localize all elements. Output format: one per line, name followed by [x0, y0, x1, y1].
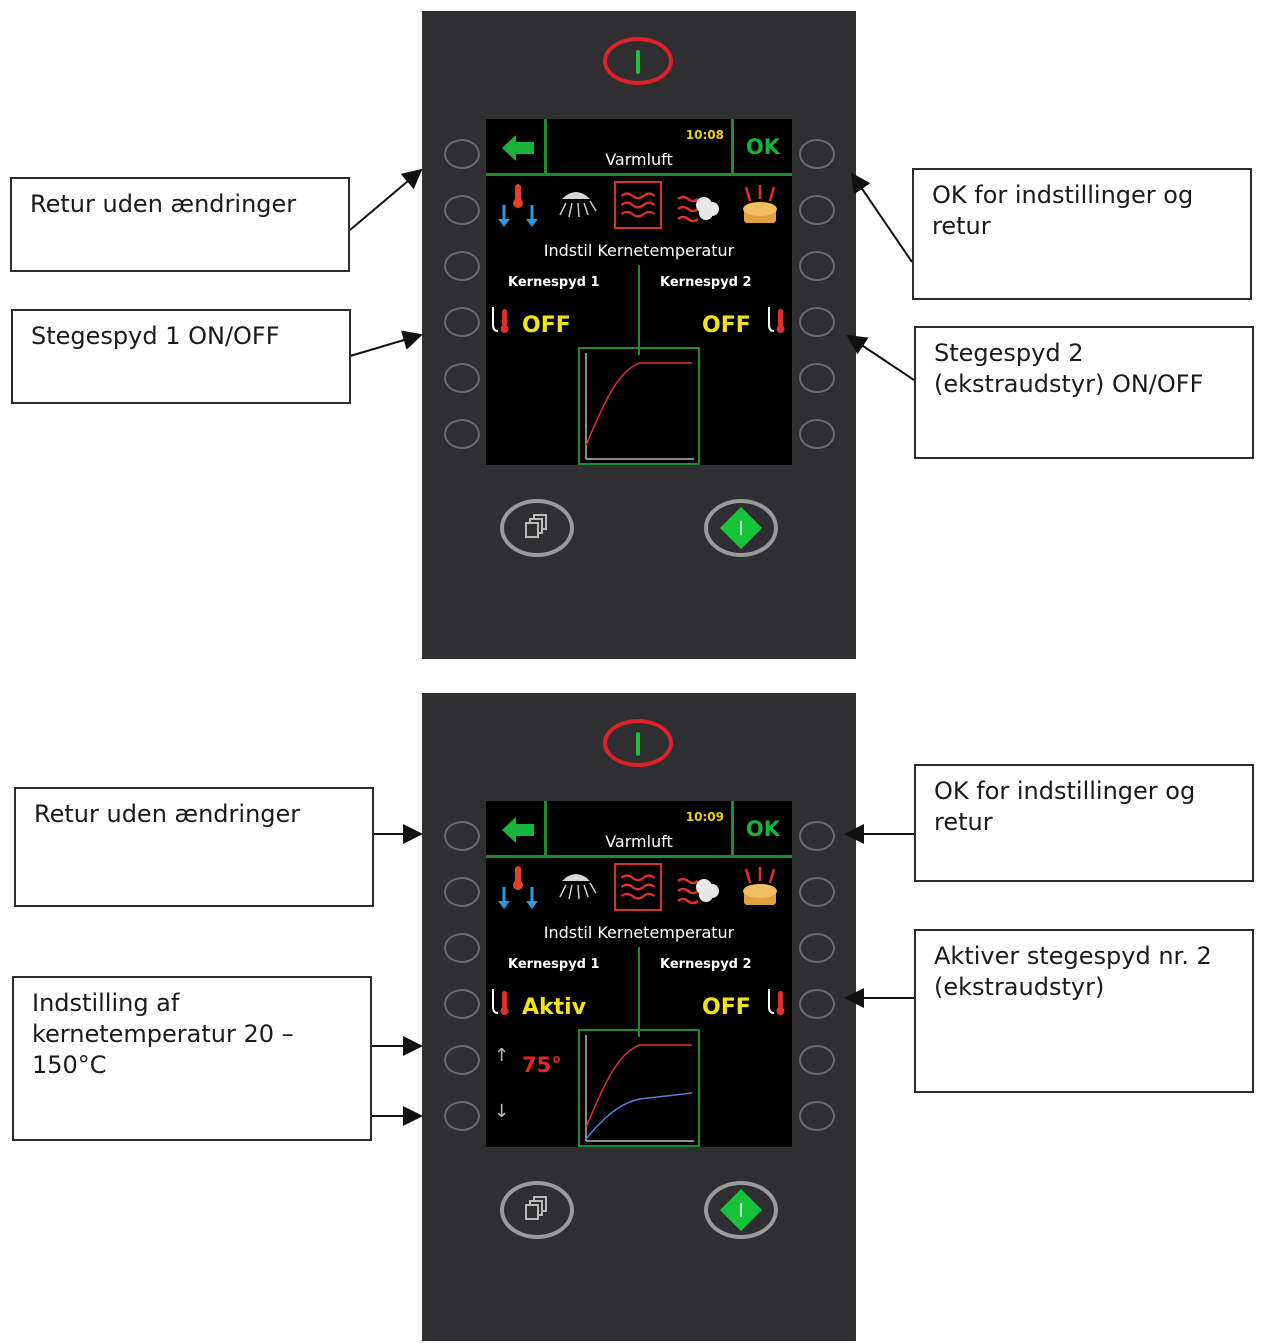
mode-label: Varmluft: [605, 832, 673, 851]
side-button-left-4[interactable]: [444, 307, 480, 337]
probe-1-icon: [492, 307, 509, 333]
probe-2-state[interactable]: OFF: [702, 995, 751, 1020]
center-divider: [638, 947, 640, 1037]
bread-icon[interactable]: [736, 181, 784, 229]
steam-shower-icon[interactable]: [552, 181, 600, 229]
side-button-left-5[interactable]: [444, 363, 480, 393]
side-button-right-6[interactable]: [799, 1101, 835, 1131]
probe-2-label: Kernespyd 2: [660, 275, 752, 290]
callout-probe2-toggle: Stegespyd 2 (ekstraudstyr) ON/OFF: [914, 326, 1254, 459]
callout-ok-2: OK for indstillinger og retur: [914, 764, 1254, 882]
menu-button[interactable]: [500, 1181, 574, 1239]
temperature-graph: [578, 1029, 700, 1147]
temp-up-arrow[interactable]: ↑: [494, 1045, 510, 1066]
probe-2-label: Kernespyd 2: [660, 957, 752, 972]
oven-panel-2: 10:09 Varmluft OK: [422, 693, 856, 1341]
center-divider: [638, 265, 640, 355]
side-button-right-5[interactable]: [799, 1045, 835, 1075]
steam-shower-icon[interactable]: [552, 863, 600, 911]
oven-panel-1: 10:08 Varmluft OK: [422, 11, 856, 659]
combi-steam-icon[interactable]: [674, 863, 722, 911]
callout-return-1: Retur uden ændringer: [10, 177, 350, 272]
side-button-left-6[interactable]: [444, 419, 480, 449]
clock: 10:09: [685, 810, 724, 824]
side-button-left-1[interactable]: [444, 821, 480, 851]
side-button-right-4[interactable]: [799, 989, 835, 1019]
side-button-right-1[interactable]: [799, 821, 835, 851]
menu-icon: [525, 1196, 547, 1220]
hot-air-icon[interactable]: [614, 181, 662, 229]
mode-label: Varmluft: [605, 150, 673, 169]
side-button-left-2[interactable]: [444, 195, 480, 225]
mode-icon-row: [486, 863, 792, 915]
probe-1-label: Kernespyd 1: [508, 275, 600, 290]
side-button-right-3[interactable]: [799, 251, 835, 281]
callout-ok-1: OK for indstillinger og retur: [912, 168, 1252, 300]
cooling-icon[interactable]: [494, 863, 542, 911]
side-button-left-2[interactable]: [444, 877, 480, 907]
header-divider-right: [731, 119, 734, 175]
display-screen: 10:09 Varmluft OK: [486, 801, 792, 1147]
mode-icon-row: [486, 181, 792, 233]
ok-button[interactable]: OK: [745, 817, 780, 841]
side-button-right-6[interactable]: [799, 419, 835, 449]
probe-2-state[interactable]: OFF: [702, 313, 751, 338]
start-button[interactable]: [704, 499, 778, 557]
callout-core-temp-setting: Indstilling af kernetemperatur 20 – 150°…: [12, 976, 372, 1141]
ok-button[interactable]: OK: [745, 135, 780, 159]
core-temperature-value: 75°: [522, 1053, 562, 1077]
side-button-left-3[interactable]: [444, 251, 480, 281]
side-button-right-3[interactable]: [799, 933, 835, 963]
side-button-right-4[interactable]: [799, 307, 835, 337]
side-button-left-4[interactable]: [444, 989, 480, 1019]
probe-1-state[interactable]: Aktiv: [522, 995, 587, 1020]
header-divider-left: [544, 119, 547, 175]
probe-2-icon: [768, 307, 785, 333]
header-divider: [486, 173, 792, 176]
side-button-right-5[interactable]: [799, 363, 835, 393]
temperature-curve-red: [585, 1044, 692, 1128]
side-button-left-5[interactable]: [444, 1045, 480, 1075]
menu-icon: [525, 514, 547, 538]
side-button-right-2[interactable]: [799, 195, 835, 225]
side-button-right-2[interactable]: [799, 877, 835, 907]
cooling-icon[interactable]: [494, 181, 542, 229]
display-screen: 10:08 Varmluft OK: [486, 119, 792, 465]
side-button-left-1[interactable]: [444, 139, 480, 169]
side-button-left-3[interactable]: [444, 933, 480, 963]
clock: 10:08: [685, 128, 724, 142]
callout-activate-probe2: Aktiver stegespyd nr. 2 (ekstraudstyr): [914, 929, 1254, 1093]
start-button[interactable]: [704, 1181, 778, 1239]
callout-return-2: Retur uden ændringer: [14, 787, 374, 907]
probe-1-label: Kernespyd 1: [508, 957, 600, 972]
header-divider: [486, 855, 792, 858]
back-arrow-icon[interactable]: [502, 817, 536, 843]
side-button-right-1[interactable]: [799, 139, 835, 169]
menu-button[interactable]: [500, 499, 574, 557]
back-arrow-icon[interactable]: [502, 135, 536, 161]
screen-title: Indstil Kernetemperatur: [543, 923, 735, 942]
temp-down-arrow[interactable]: ↓: [494, 1101, 510, 1122]
start-icon: [720, 1189, 762, 1231]
header-divider-right: [731, 801, 734, 857]
temperature-curve-blue: [585, 1092, 693, 1140]
start-icon: [720, 507, 762, 549]
hot-air-icon[interactable]: [614, 863, 662, 911]
temperature-graph: [578, 347, 700, 465]
side-button-left-6[interactable]: [444, 1101, 480, 1131]
probe-1-state[interactable]: OFF: [522, 313, 571, 338]
bread-icon[interactable]: [736, 863, 784, 911]
combi-steam-icon[interactable]: [674, 181, 722, 229]
temperature-curve: [585, 362, 692, 446]
screen-title: Indstil Kernetemperatur: [543, 241, 735, 260]
callout-probe1-toggle: Stegespyd 1 ON/OFF: [11, 309, 351, 404]
probe-2-icon: [768, 989, 785, 1015]
header-divider-left: [544, 801, 547, 857]
power-button[interactable]: [603, 719, 673, 767]
probe-1-icon: [492, 989, 509, 1015]
power-button[interactable]: [603, 37, 673, 85]
